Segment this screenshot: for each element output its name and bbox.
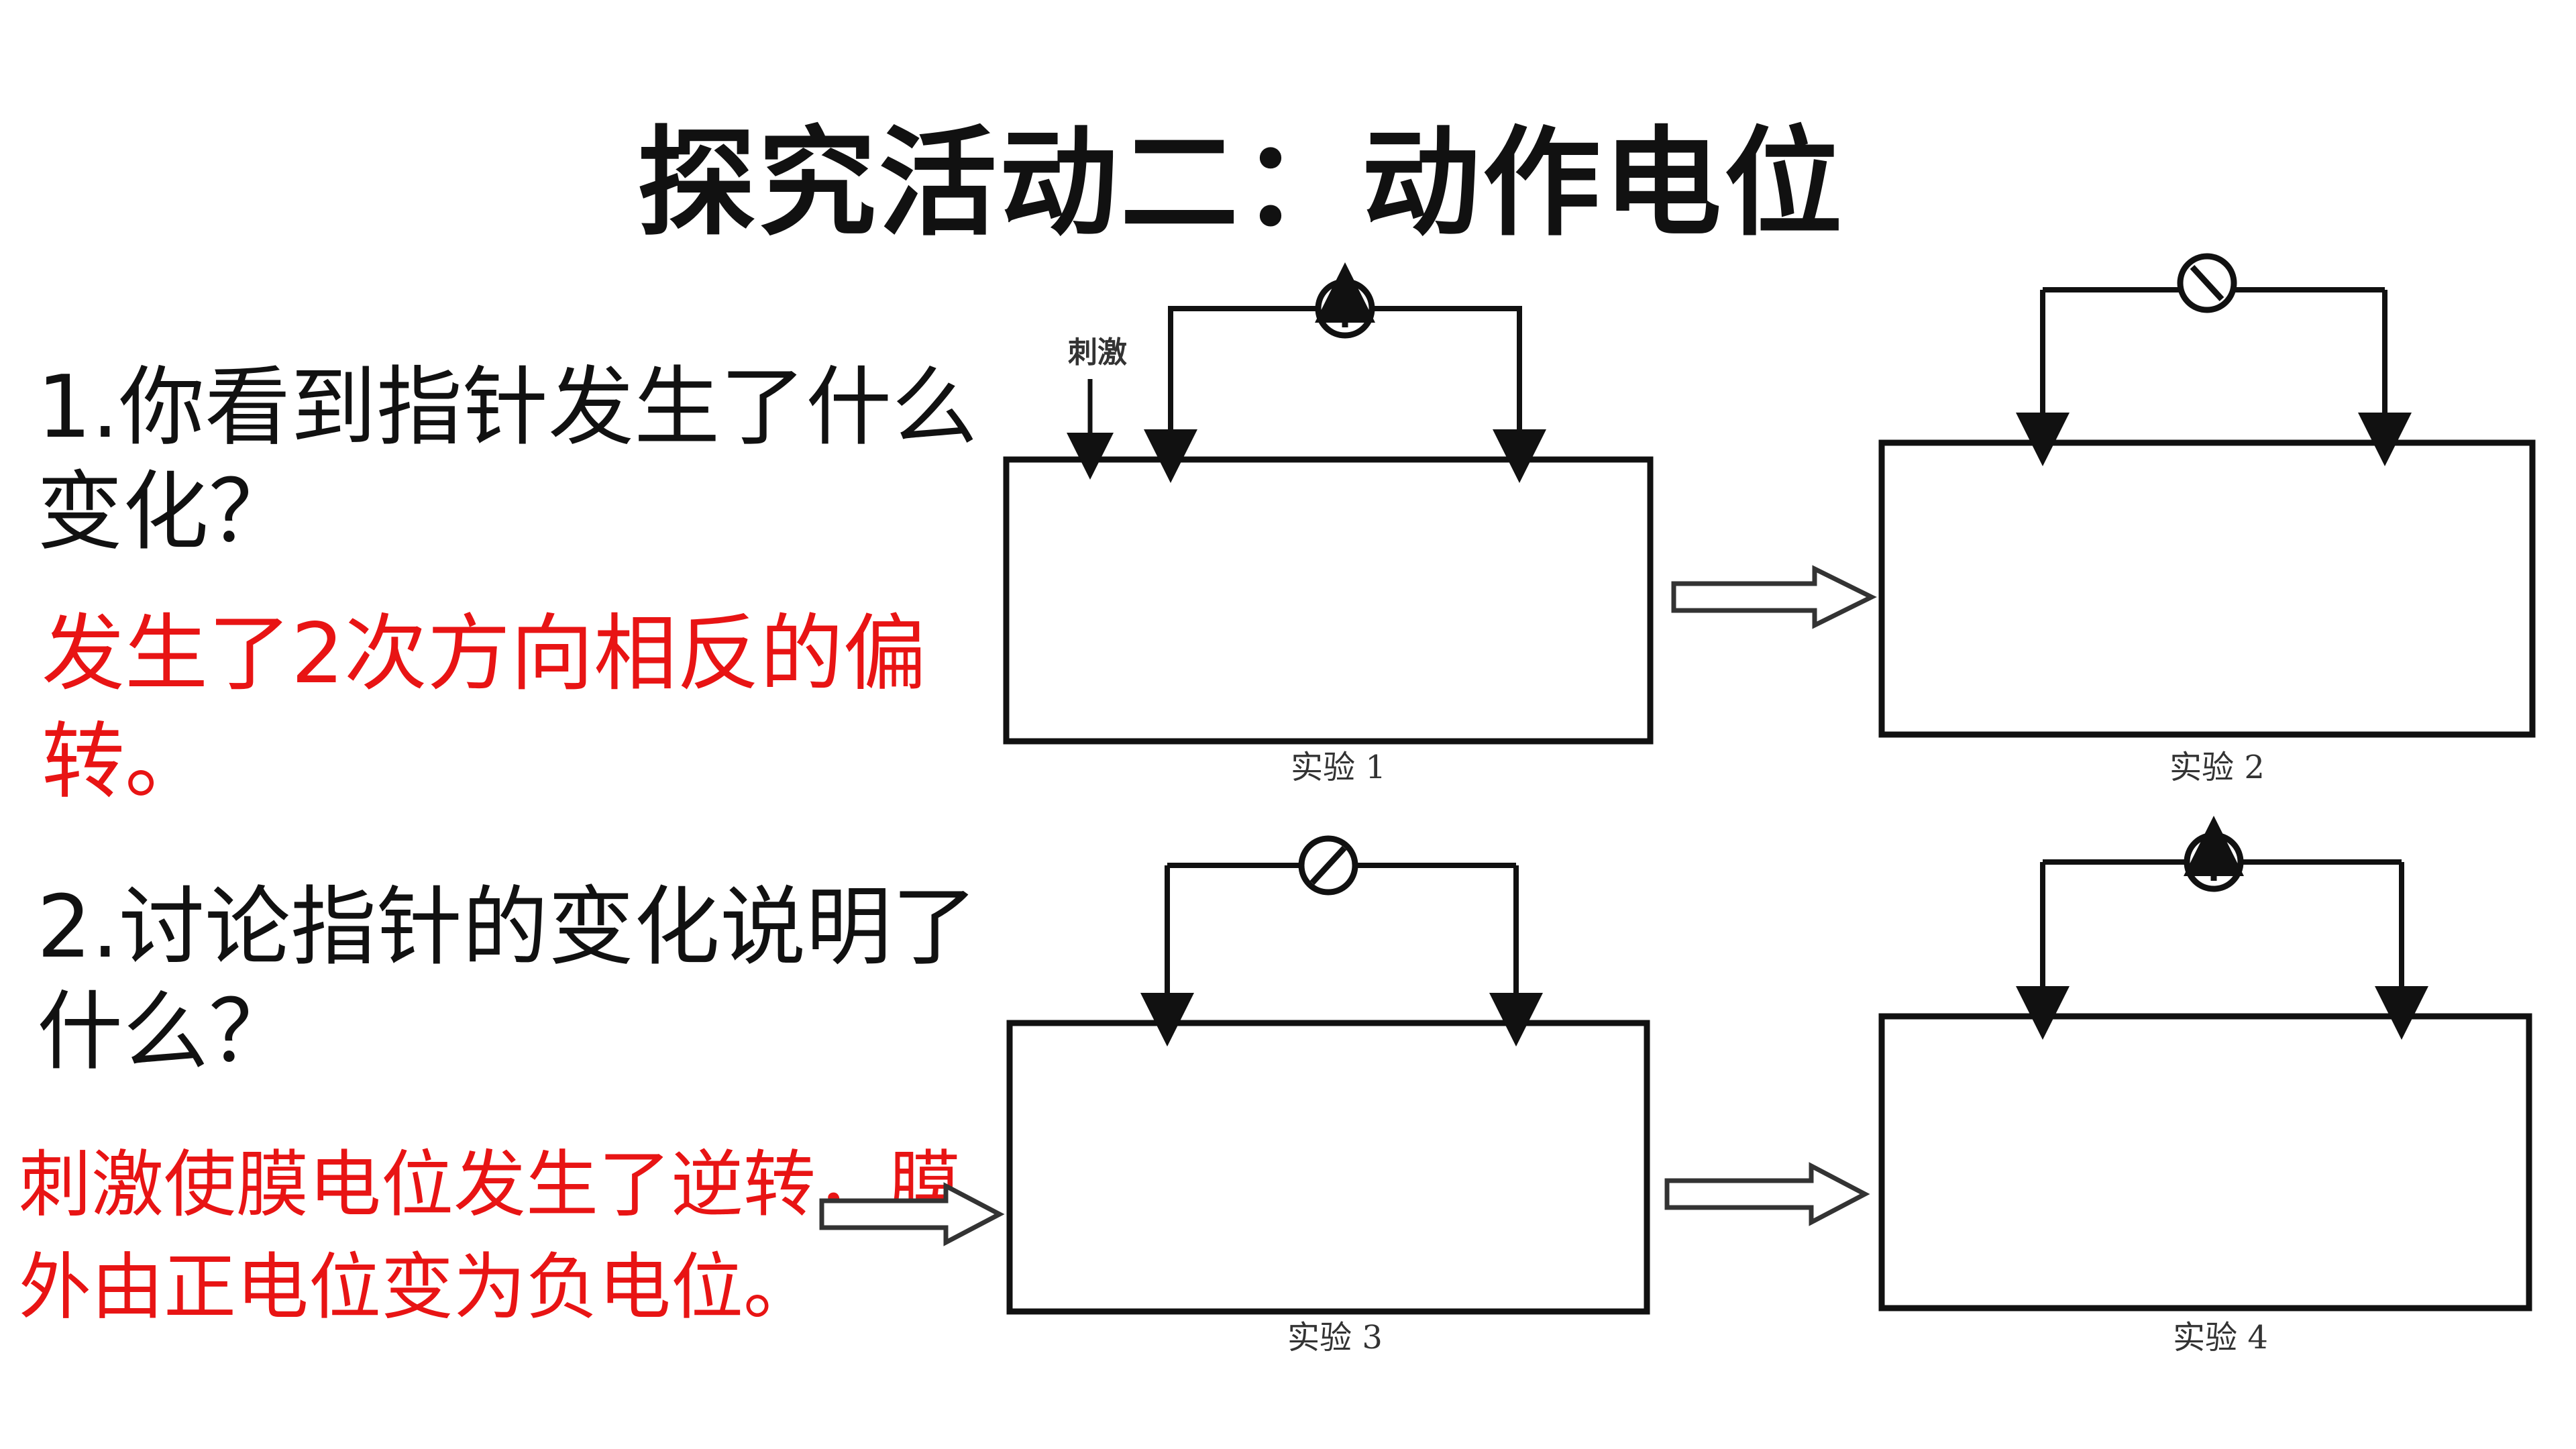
transition-arrow-0 — [819, 1182, 1005, 1246]
question-2: 2.讨论指针的变化说明了什么？ — [37, 877, 978, 1083]
nerve-box-2 — [1878, 439, 2536, 738]
nerve-box-3 — [1006, 1020, 1650, 1315]
answer-2: 刺激使膜电位发生了逆转，膜外由正电位变为负电位。 — [19, 1143, 961, 1330]
caption-3: 实验 3 — [1287, 1319, 1383, 1356]
answer-1: 发生了2次方向相反的偏转。 — [42, 606, 926, 811]
experiment-4: 实验 4 — [1878, 816, 2532, 1356]
caption-1: 实验 1 — [1291, 749, 1386, 786]
experiment-1: 刺激 实验 1 — [1003, 262, 1654, 786]
experiment-3: 实验 3 — [1006, 835, 1650, 1356]
question-1: 1.你看到指针发生了什么变化？ — [37, 358, 978, 563]
stimulus-label: 刺激 — [1068, 335, 1127, 370]
caption-4: 实验 4 — [2173, 1319, 2268, 1356]
transition-arrow-2 — [1664, 1162, 1870, 1226]
page-title: 探究活动二：动作电位 — [637, 115, 1845, 252]
caption-2: 实验 2 — [2169, 749, 2265, 786]
transition-arrow-1 — [1671, 565, 1877, 629]
nerve-box-1 — [1003, 456, 1654, 745]
needle-3 — [1309, 845, 1347, 885]
nerve-box-4 — [1878, 1013, 2532, 1311]
needle-2 — [2190, 264, 2224, 302]
experiment-2: 实验 2 — [1878, 253, 2536, 786]
